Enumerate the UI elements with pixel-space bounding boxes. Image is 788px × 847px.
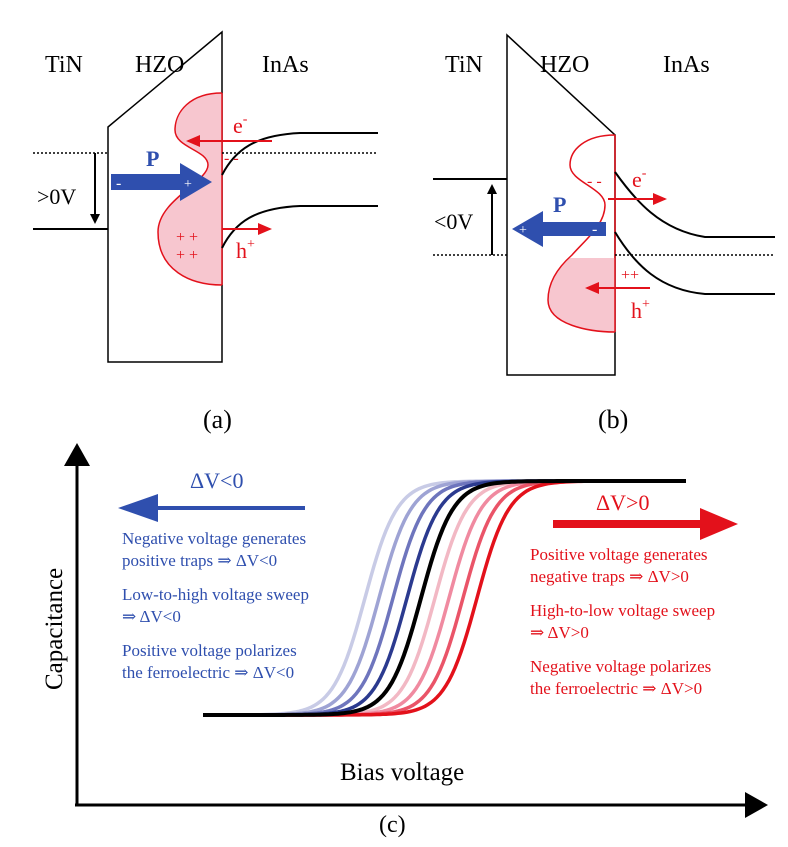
caption-a: (a)	[203, 405, 232, 434]
label-tin-b: TiN	[445, 52, 483, 78]
pos-trap-fill-b	[548, 258, 615, 332]
conduction-band-b	[614, 171, 775, 238]
hole-label-a: h+	[236, 237, 255, 263]
valence-band-b	[614, 231, 775, 295]
left-shift-arrow	[118, 494, 305, 522]
neg-traps-a: - -	[224, 150, 239, 167]
label-inas-b: InAs	[663, 52, 710, 78]
pol-plus-a: +	[184, 177, 192, 192]
pol-label-a: P	[146, 146, 159, 171]
x-axis-label: Bias voltage	[340, 759, 464, 786]
pol-minus-b: -	[592, 221, 597, 238]
label-inas-a: InAs	[262, 52, 309, 78]
pol-label-b: P	[553, 192, 566, 217]
voltage-label-b: <0V	[434, 209, 473, 234]
pos-traps-a1: + +	[176, 229, 198, 246]
hzo-barrier-b	[506, 33, 616, 376]
left-note-line: the ferroelectric ⇒ ΔV<0	[122, 663, 294, 682]
left-note-line: Positive voltage polarizes	[122, 641, 297, 660]
cv-curves	[203, 479, 686, 717]
pos-traps-b: ++	[621, 267, 639, 284]
pol-minus-a: -	[116, 175, 121, 192]
label-hzo-a: HZO	[135, 52, 184, 78]
left-note-line: positive traps ⇒ ΔV<0	[122, 551, 277, 570]
voltage-label-a: >0V	[37, 184, 76, 209]
polarization-arrow-a	[111, 163, 212, 201]
pos-traps-a2: + +	[176, 247, 198, 264]
right-note-line: the ferroelectric ⇒ ΔV>0	[530, 679, 702, 698]
x-axis-arrowhead	[745, 792, 768, 818]
valence-band-a	[221, 205, 378, 249]
right-shift-arrow	[553, 508, 738, 540]
y-axis-label: Capacitance	[41, 568, 68, 690]
cv-curve	[203, 479, 686, 717]
conduction-band-a	[221, 132, 378, 176]
panel-b: TiN HZO InAs <0V P - + - - e- ++ h+ (b)	[433, 33, 775, 434]
right-note-line: ⇒ ΔV>0	[530, 623, 589, 642]
left-notes: Negative voltage generates positive trap…	[122, 529, 309, 682]
hzo-barrier-a	[107, 30, 223, 363]
trap-distribution-a	[157, 92, 223, 286]
left-note-line: Low-to-high voltage sweep	[122, 585, 309, 604]
right-shift-label: ΔV>0	[596, 490, 649, 515]
right-note-line: Positive voltage generates	[530, 545, 708, 564]
caption-b: (b)	[598, 405, 628, 434]
left-shift-label: ΔV<0	[190, 468, 243, 493]
y-axis-arrowhead	[64, 443, 90, 466]
label-hzo-b: HZO	[540, 52, 589, 78]
right-note-line: Negative voltage polarizes	[530, 657, 711, 676]
pol-plus-b: +	[519, 223, 527, 238]
panel-a: TiN HZO InAs >0V P - + e- - - h+ + + + +	[33, 30, 378, 434]
hole-label-b: h+	[631, 297, 650, 323]
left-note-line: Negative voltage generates	[122, 529, 306, 548]
neg-traps-b: - -	[587, 173, 602, 190]
polarization-arrow-b	[512, 211, 606, 247]
electron-label-a: e-	[233, 112, 248, 138]
label-tin-a: TiN	[45, 52, 83, 78]
right-note-line: High-to-low voltage sweep	[530, 601, 715, 620]
panel-c: Capacitance Bias voltage ΔV<0 ΔV>0 Negat…	[41, 443, 768, 838]
left-note-line: ⇒ ΔV<0	[122, 607, 181, 626]
caption-c: (c)	[379, 812, 406, 838]
electron-label-b: e-	[632, 166, 647, 192]
right-notes: Positive voltage generates negative trap…	[530, 545, 715, 698]
right-note-line: negative traps ⇒ ΔV>0	[530, 567, 689, 586]
